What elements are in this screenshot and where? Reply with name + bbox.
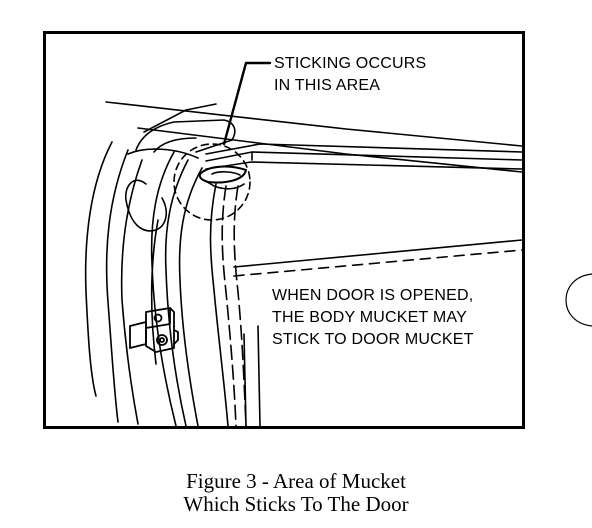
door-pillar bbox=[84, 141, 247, 426]
pillar-hood bbox=[127, 119, 236, 159]
figure-frame: STICKING OCCURS IN THIS AREA WHEN DOOR I… bbox=[43, 31, 525, 429]
binder-hole-mark bbox=[565, 273, 592, 327]
pillar-trim-detail bbox=[243, 325, 261, 426]
door-mucket-illustration bbox=[84, 61, 522, 426]
sticking-area-circle bbox=[173, 143, 251, 221]
sticking-area-label: STICKING OCCURS IN THIS AREA bbox=[274, 55, 427, 94]
figure-caption: Figure 3 - Area of Mucket Which Sticks T… bbox=[0, 470, 592, 516]
caption-line-1: Figure 3 - Area of Mucket bbox=[186, 469, 406, 493]
door-opened-note: WHEN DOOR IS OPENED, THE BODY MUCKET MAY… bbox=[272, 287, 474, 348]
door-panel-lines bbox=[233, 239, 522, 277]
caption-line-2: Which Sticks To The Door bbox=[183, 492, 409, 516]
body-mucket-seal bbox=[198, 165, 247, 190]
door-hinge-bracket bbox=[129, 307, 179, 353]
callout-leader-line bbox=[222, 61, 272, 146]
